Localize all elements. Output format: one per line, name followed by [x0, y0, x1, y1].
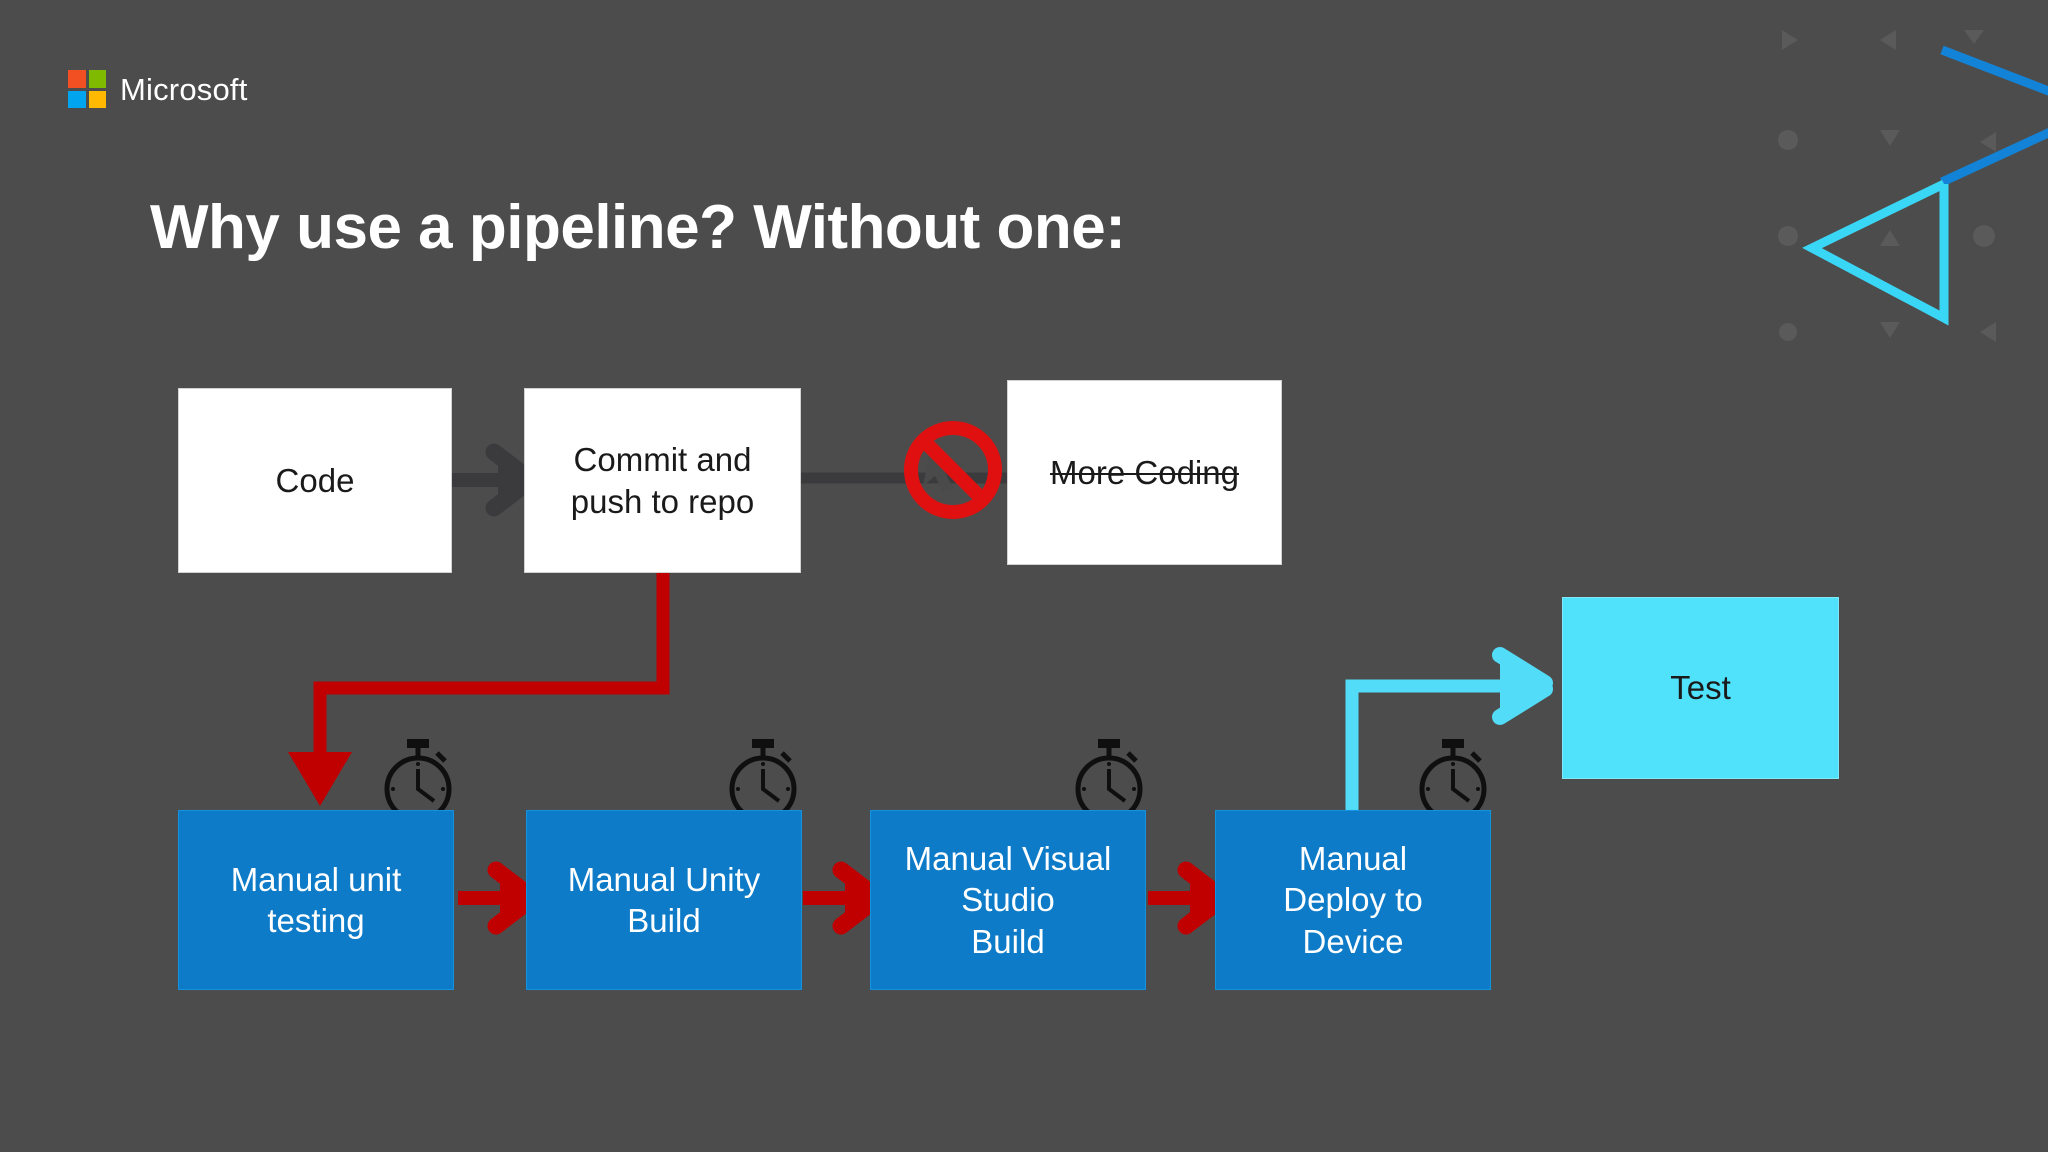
connector-commit-to-unit-testing	[288, 570, 670, 806]
no-entry-sign	[904, 421, 1002, 519]
node-manual-unit-testing[interactable]: Manual unit testing	[178, 810, 454, 990]
node-manual-deploy-to-device[interactable]: Manual Deploy to Device	[1215, 810, 1491, 990]
node-code[interactable]: Code	[178, 388, 452, 573]
connector-deploy-to-test	[1345, 647, 1553, 812]
node-commit-and-push[interactable]: Commit and push to repo	[524, 388, 801, 573]
logo-square-yellow	[88, 90, 106, 108]
node-commit-and-push-label: Commit and push to repo	[570, 441, 755, 520]
node-manual-unity-build-label: Manual Unity Build	[567, 860, 761, 939]
node-manual-unity-build[interactable]: Manual Unity Build	[526, 810, 802, 990]
node-more-coding-label: More Coding	[1050, 453, 1239, 491]
connector-unity-build-to-vs-build	[803, 861, 884, 935]
microsoft-logo: Microsoft	[68, 70, 248, 108]
connector-code-to-commit	[452, 443, 537, 517]
logo-square-blue	[68, 90, 86, 108]
node-more-coding[interactable]: More Coding	[1007, 380, 1282, 565]
logo-square-green	[88, 70, 106, 88]
node-manual-deploy-to-device-label: Manual Deploy to Device	[1283, 840, 1423, 960]
microsoft-logo-squares	[68, 70, 106, 108]
node-test-label: Test	[1670, 669, 1731, 707]
node-manual-visual-studio-build[interactable]: Manual Visual Studio Build	[870, 810, 1146, 990]
connector-unit-testing-to-unity-build	[458, 861, 539, 935]
node-code-label: Code	[275, 461, 355, 499]
logo-square-red	[68, 70, 86, 88]
page-title: Why use a pipeline? Without one:	[150, 192, 1126, 262]
node-test[interactable]: Test	[1562, 597, 1839, 779]
connector-vs-build-to-deploy	[1148, 861, 1229, 935]
microsoft-wordmark: Microsoft	[120, 71, 248, 107]
node-manual-unit-testing-label: Manual unit testing	[230, 860, 402, 939]
node-manual-visual-studio-build-label: Manual Visual Studio Build	[904, 840, 1112, 960]
